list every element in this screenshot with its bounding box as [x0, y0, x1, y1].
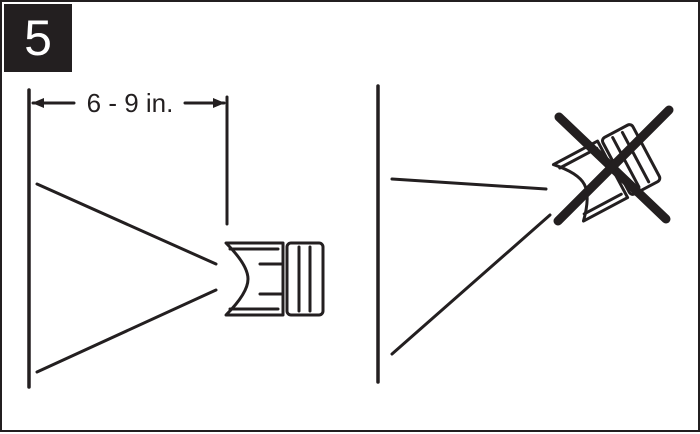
incorrect-technique-panel — [376, 84, 674, 384]
spray-fan-upper-tilted — [390, 177, 548, 191]
cross-out-icon — [553, 105, 674, 226]
spray-fan-lower — [35, 288, 218, 374]
step-number-badge: 5 — [4, 4, 72, 72]
spray-gun-upright-icon — [224, 241, 325, 317]
correct-technique-panel — [27, 88, 325, 389]
distance-label: 6 - 9 in. — [87, 88, 174, 118]
spray-fan-lower-tilted — [390, 213, 552, 356]
spray-fan-upper — [35, 182, 218, 266]
